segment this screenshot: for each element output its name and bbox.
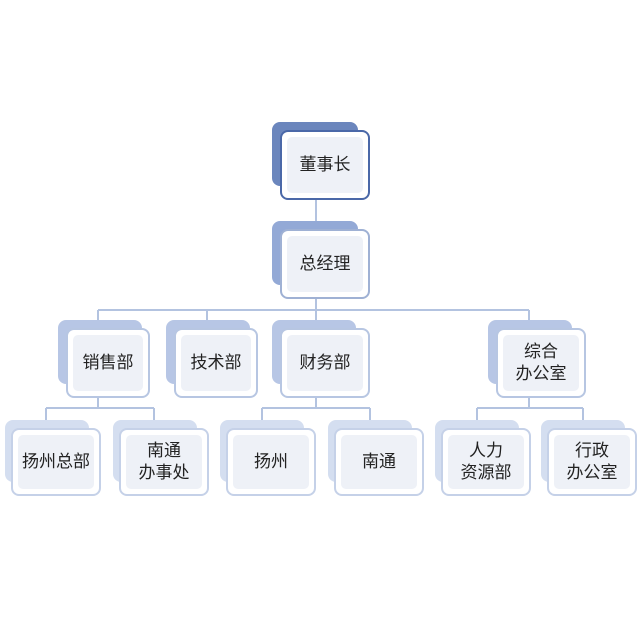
nantong-label: 南通: [341, 435, 417, 489]
node-hr: 人力 资源部: [435, 420, 531, 496]
node-yangzhou: 扬州: [220, 420, 316, 496]
node-executive-office: 行政 办公室: [541, 420, 637, 496]
tech-label: 技术部: [181, 335, 251, 391]
node-nantong: 南通: [328, 420, 424, 496]
executive-office-label: 行政 办公室: [554, 435, 630, 489]
finance-label: 财务部: [287, 335, 363, 391]
general-manager-label: 总经理: [287, 236, 363, 292]
node-tech: 技术部: [166, 320, 258, 398]
sales-label: 销售部: [73, 335, 143, 391]
node-finance: 财务部: [272, 320, 370, 398]
node-admin-office: 综合 办公室: [488, 320, 586, 398]
yangzhou-hq-label: 扬州总部: [18, 435, 94, 489]
node-yangzhou-hq: 扬州总部: [5, 420, 101, 496]
admin-office-label: 综合 办公室: [503, 335, 579, 391]
nantong-office-label: 南通 办事处: [126, 435, 202, 489]
chairman-label: 董事长: [287, 137, 363, 193]
yangzhou-label: 扬州: [233, 435, 309, 489]
node-general-manager: 总经理: [272, 221, 372, 299]
node-sales: 销售部: [58, 320, 150, 398]
node-nantong-office: 南通 办事处: [113, 420, 209, 496]
hr-label: 人力 资源部: [448, 435, 524, 489]
node-chairman: 董事长: [272, 122, 372, 200]
